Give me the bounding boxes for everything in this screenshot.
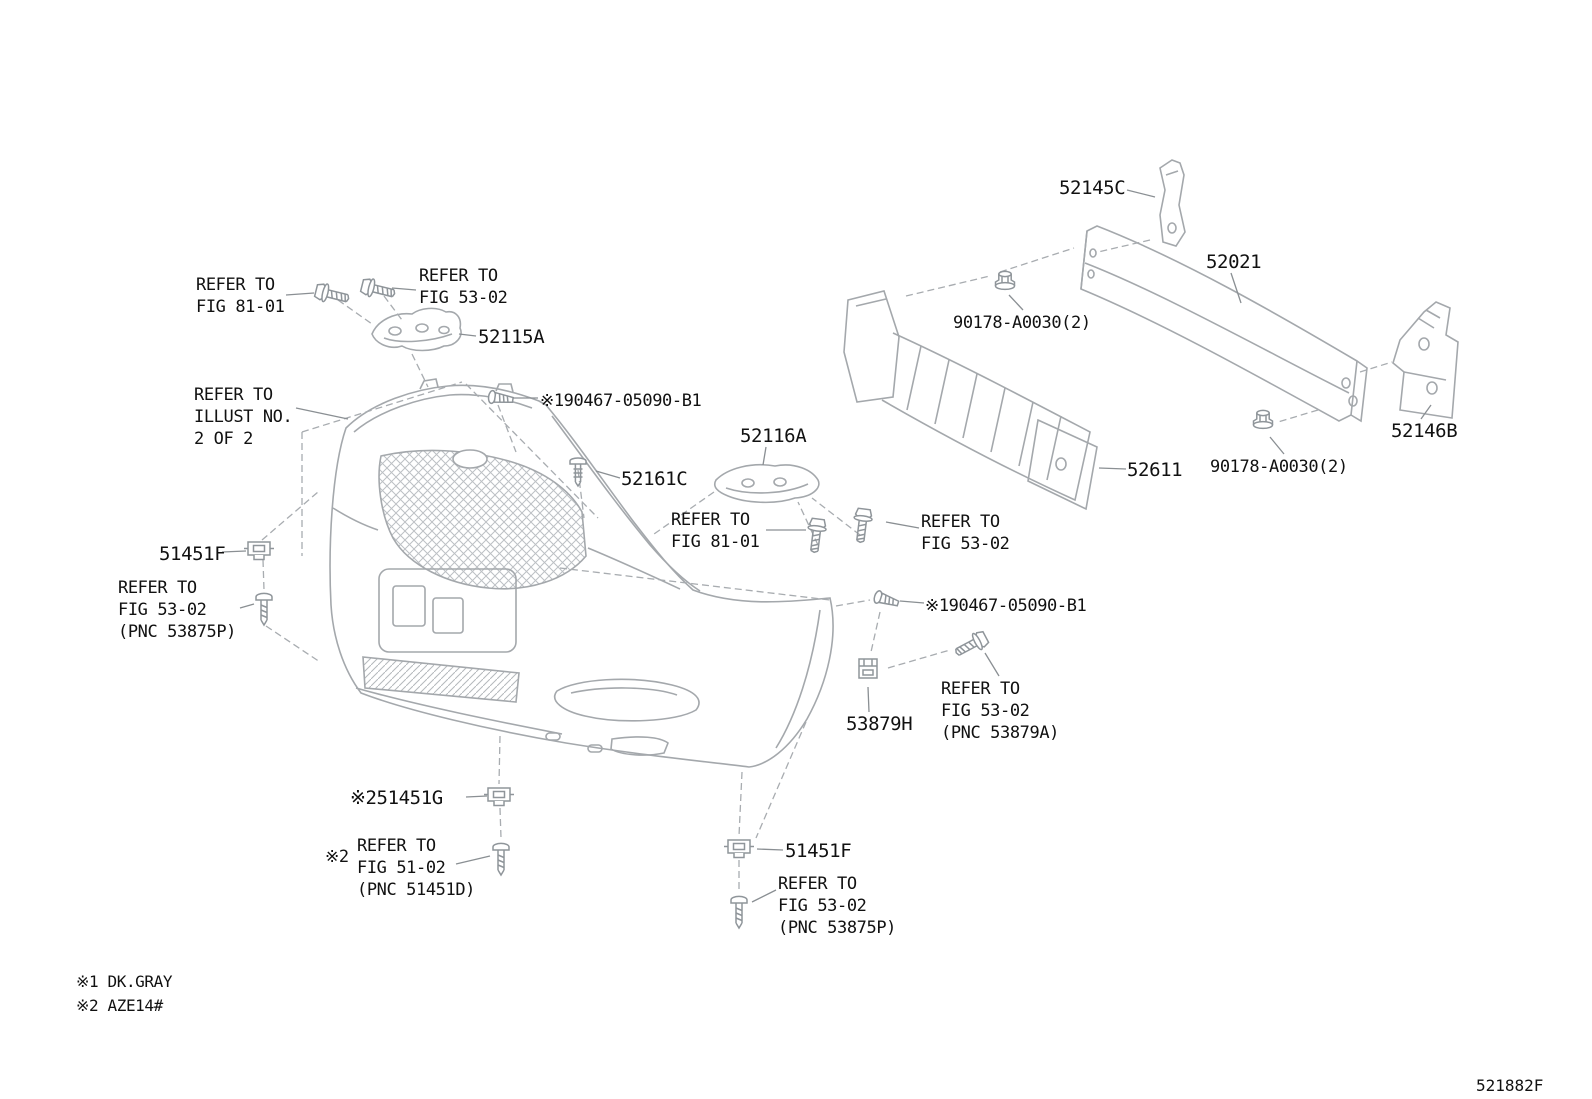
ref-label-fig81-01-top: REFER TO FIG 81-01 [196, 275, 285, 317]
part-label-51451F-bottom: 51451F [785, 840, 852, 862]
note-dk-gray: ※1 DK.GRAY [76, 972, 173, 991]
ref-label-fig53-02-left: REFER TO FIG 53-02 (PNC 53875P) [118, 578, 237, 642]
grommet-icon [483, 787, 515, 807]
screw-icon [492, 842, 510, 876]
bolt-icon [951, 628, 991, 662]
ref-label-fig53-02-bottom: REFER TO FIG 53-02 (PNC 53875P) [778, 874, 897, 938]
screw-icon [255, 592, 273, 626]
part-label-53879H: 53879H [846, 713, 913, 735]
part-label-52611: 52611 [1127, 459, 1183, 481]
grille-mesh [378, 449, 587, 590]
screw-icon [872, 589, 901, 611]
part-label-90467-top: ※190467-05090-B1 [540, 391, 702, 411]
part-label-90467-mid: ※190467-05090-B1 [925, 596, 1087, 616]
part-label-90178-top: 90178-A0030(2) [953, 313, 1091, 333]
ref-label-fig53-02-right: REFER TO FIG 53-02 (PNC 53879A) [941, 679, 1060, 743]
part-label-90178-bottom: 90178-A0030(2) [1210, 457, 1348, 477]
label-leader-lines [221, 189, 1432, 903]
ref-label-fig53-02-mid: REFER TO FIG 53-02 [921, 512, 1010, 554]
part-label-52116A: 52116A [740, 425, 807, 447]
bracket-52145C [1159, 159, 1186, 247]
bracket-52116A [713, 463, 820, 504]
ref-label-fig81-01-mid: REFER TO FIG 81-01 [671, 510, 760, 552]
part-label-52145C: 52145C [1059, 177, 1126, 199]
nut-icon [1252, 409, 1274, 430]
screw-icon [486, 389, 515, 408]
part-label-52146B: 52146B [1391, 420, 1458, 442]
front-bumper-cover [329, 378, 834, 768]
part-label-51451G: ※251451G [350, 787, 443, 809]
license-plate-recess [378, 568, 517, 653]
figure-code: 521882F [1476, 1076, 1544, 1095]
bracket-52115A [371, 307, 462, 352]
nut-icon [994, 270, 1016, 291]
fog-lamp-opening [554, 678, 700, 722]
grommet-icon [243, 541, 275, 561]
bracket-52146B [1392, 301, 1459, 419]
ref-label-illust-2of2: REFER TO ILLUST NO. 2 OF 2 [194, 385, 293, 449]
square-clip-icon [858, 658, 878, 679]
ref-marker-2: ※2 [325, 847, 349, 867]
part-label-52161C: 52161C [621, 468, 688, 490]
ref-label-fig51-02: REFER TO FIG 51-02 (PNC 51451D) [357, 836, 476, 900]
part-label-51451F-left: 51451F [159, 543, 226, 565]
bumper-reinforcement-bar [1080, 225, 1368, 423]
lower-intake [362, 656, 520, 703]
bolt-icon [850, 507, 874, 545]
bumper-energy-absorber [843, 290, 1098, 511]
bolt-icon [359, 276, 398, 304]
part-label-52021: 52021 [1206, 251, 1262, 273]
bolt-icon [313, 281, 352, 309]
assembly-dashed-lines [261, 239, 1393, 890]
part-label-52115A: 52115A [478, 326, 545, 348]
grommet-icon [723, 839, 755, 859]
screw-icon [730, 895, 748, 929]
note-aze14: ※2 AZE14# [76, 996, 163, 1015]
ref-label-fig53-02-top: REFER TO FIG 53-02 [419, 266, 508, 308]
fasteners [243, 270, 1274, 929]
emblem-area [452, 449, 488, 469]
